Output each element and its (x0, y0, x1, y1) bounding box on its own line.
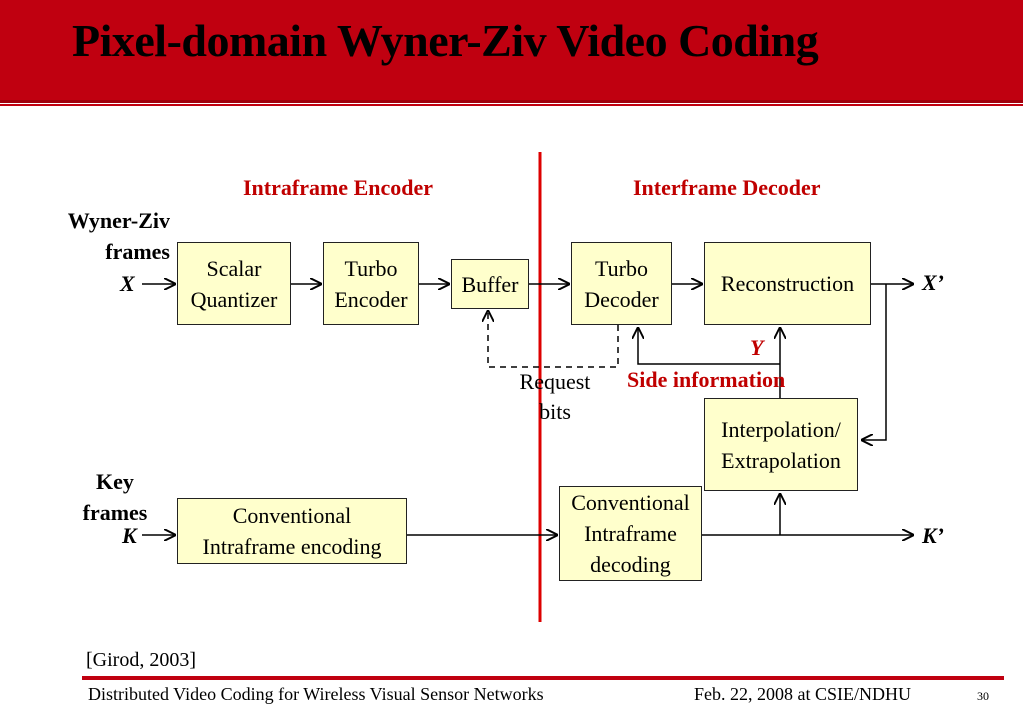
output-k-prime-var: K’ (922, 523, 944, 548)
request-bits-path (488, 310, 619, 368)
output-x-prime-var: X’ (922, 270, 944, 295)
side-info-to-turbo-decoder (638, 327, 780, 365)
key-frames-label: Key frames (82, 469, 148, 525)
arrow-output-feedback (861, 284, 887, 440)
slide-title: Pixel-domain Wyner-Ziv Video Coding (72, 15, 819, 66)
reconstruction-box: Reconstruction (704, 242, 871, 325)
title-underline (0, 104, 1023, 106)
side-information-label: Side information (627, 367, 786, 392)
request-bits-label: Request bits (519, 369, 591, 424)
input-x-var: X (120, 271, 135, 296)
interpolation-extrapolation-box: Interpolation/Extrapolation (704, 398, 858, 491)
encoder-section-label: Intraframe Encoder (243, 175, 434, 200)
citation: [Girod, 2003] (86, 649, 196, 671)
decoder-section-label: Interframe Decoder (633, 175, 821, 200)
footer-divider (82, 676, 1004, 680)
footer-right-text: Feb. 22, 2008 at CSIE/NDHU (694, 684, 911, 704)
title-bar (0, 0, 1023, 103)
page-number: 30 (977, 689, 989, 703)
input-k-var: K (122, 523, 137, 548)
side-info-y-var: Y (750, 335, 764, 360)
buffer-box: Buffer (451, 259, 529, 309)
wyner-ziv-frames-label: Wyner-Ziv frames (67, 208, 170, 264)
footer-left-text: Distributed Video Coding for Wireless Vi… (88, 684, 544, 704)
